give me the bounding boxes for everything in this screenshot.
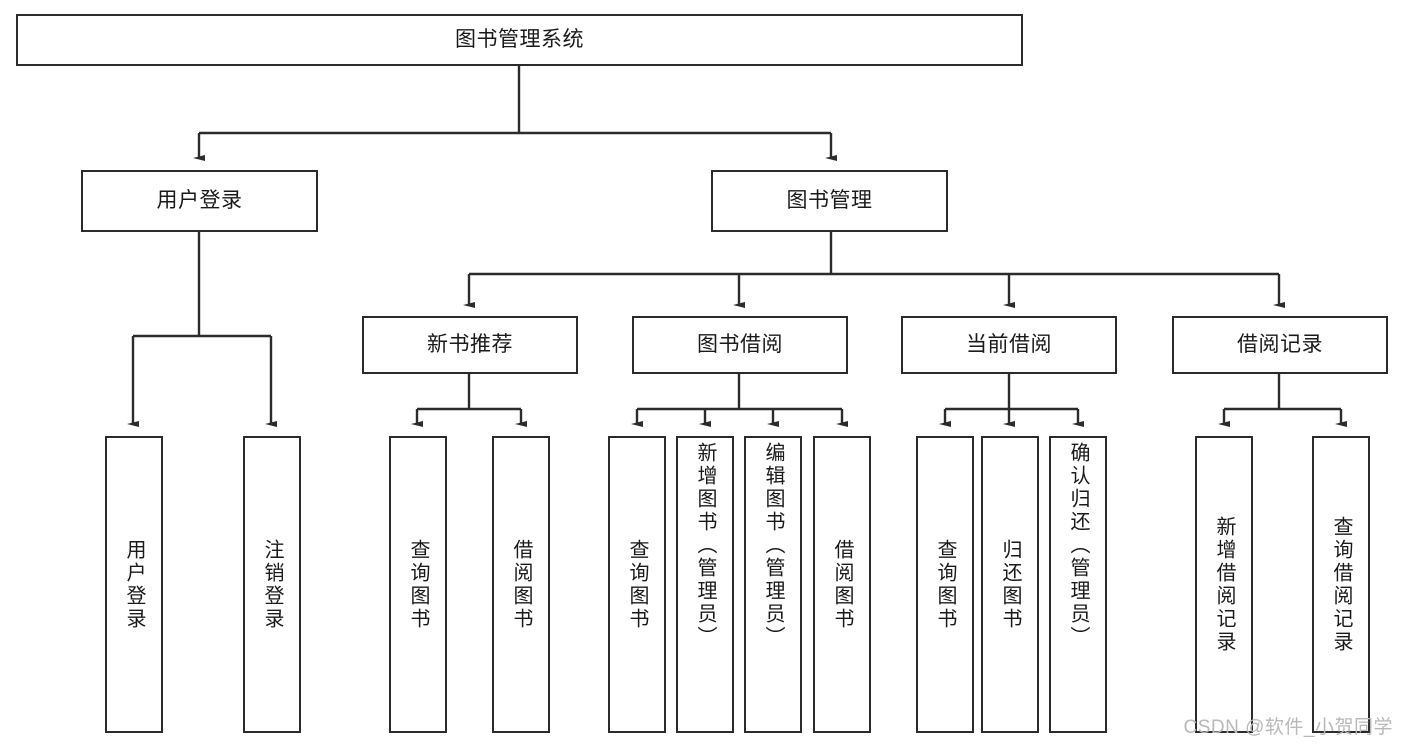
leaf-record-query[interactable]: 查询借阅记录 bbox=[1312, 436, 1370, 733]
node-current-borrow[interactable]: 当前借阅 bbox=[901, 316, 1117, 374]
leaf-new-book-borrow[interactable]: 借阅图书 bbox=[492, 436, 550, 733]
leaf-record-add-label: 新增借阅记录 bbox=[1213, 515, 1235, 654]
leaf-current-return-book[interactable]: 归还图书 bbox=[981, 436, 1039, 733]
node-new-book-recommend-label: 新书推荐 bbox=[427, 332, 513, 356]
leaf-borrow-borrow-book-label: 借阅图书 bbox=[831, 538, 853, 631]
leaf-current-query-book[interactable]: 查询图书 bbox=[916, 436, 974, 733]
leaf-record-query-label: 查询借阅记录 bbox=[1330, 515, 1352, 654]
leaf-user-login-logout[interactable]: 注销登录 bbox=[243, 436, 301, 733]
leaf-new-book-borrow-label: 借阅图书 bbox=[510, 538, 532, 631]
node-new-book-recommend[interactable]: 新书推荐 bbox=[362, 316, 578, 374]
node-book-borrow[interactable]: 图书借阅 bbox=[632, 316, 848, 374]
leaf-borrow-add-book[interactable]: 新增图书（管理员） bbox=[676, 436, 734, 733]
node-root-label: 图书管理系统 bbox=[455, 27, 584, 51]
node-book-management[interactable]: 图书管理 bbox=[711, 170, 948, 232]
node-book-management-label: 图书管理 bbox=[786, 188, 873, 212]
node-borrow-record-label: 借阅记录 bbox=[1237, 332, 1323, 356]
node-user-login[interactable]: 用户登录 bbox=[81, 170, 318, 232]
node-book-borrow-label: 图书借阅 bbox=[697, 332, 783, 356]
leaf-borrow-query-book[interactable]: 查询图书 bbox=[608, 436, 666, 733]
leaf-current-confirm-return[interactable]: 确认归还（管理员） bbox=[1049, 436, 1107, 733]
node-root-system[interactable]: 图书管理系统 bbox=[16, 14, 1023, 66]
leaf-user-login-login-label: 用户登录 bbox=[123, 538, 145, 631]
leaf-borrow-edit-book[interactable]: 编辑图书（管理员） bbox=[744, 436, 802, 733]
leaf-borrow-add-book-label: 新增图书（管理员） bbox=[694, 442, 716, 649]
leaf-record-add[interactable]: 新增借阅记录 bbox=[1195, 436, 1253, 733]
leaf-new-book-query[interactable]: 查询图书 bbox=[389, 436, 447, 733]
leaf-borrow-borrow-book[interactable]: 借阅图书 bbox=[813, 436, 871, 733]
leaf-borrow-edit-book-label: 编辑图书（管理员） bbox=[762, 442, 784, 649]
node-user-login-label: 用户登录 bbox=[156, 188, 243, 212]
leaf-user-login-logout-label: 注销登录 bbox=[261, 538, 283, 631]
leaf-user-login-login[interactable]: 用户登录 bbox=[105, 436, 163, 733]
watermark-text: CSDN @软件_小贺同学 bbox=[1183, 717, 1393, 738]
leaf-current-return-book-label: 归还图书 bbox=[999, 538, 1021, 631]
leaf-current-query-book-label: 查询图书 bbox=[934, 538, 956, 631]
leaf-new-book-query-label: 查询图书 bbox=[407, 538, 429, 631]
node-current-borrow-label: 当前借阅 bbox=[966, 332, 1052, 356]
node-borrow-record[interactable]: 借阅记录 bbox=[1172, 316, 1388, 374]
leaf-borrow-query-book-label: 查询图书 bbox=[626, 538, 648, 631]
leaf-current-confirm-return-label: 确认归还（管理员） bbox=[1067, 442, 1089, 649]
